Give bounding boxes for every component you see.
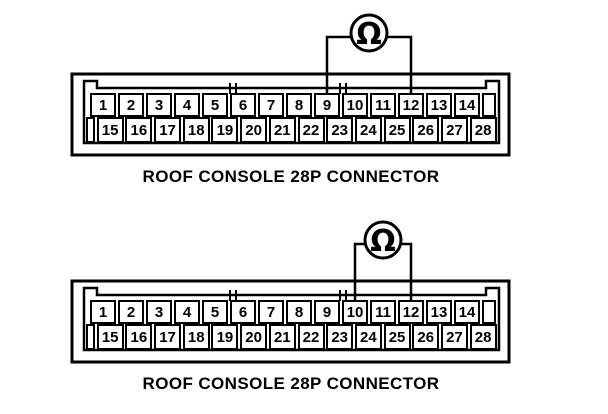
pin-cell-26: 26: [412, 324, 440, 350]
pin-cell-4: 4: [174, 300, 200, 324]
pin-cell-16: 16: [125, 117, 153, 143]
pin-cell-7: 7: [258, 93, 284, 117]
ohmmeter: Ω: [353, 220, 413, 300]
pin-cell-17: 17: [154, 117, 182, 143]
pin-cell-5: 5: [202, 93, 228, 117]
keyway-marks: [229, 83, 347, 94]
blank-cell-left: [86, 117, 95, 143]
blank-cell-right: [482, 93, 496, 117]
ohm-symbol: Ω: [356, 17, 382, 52]
pin-cell-21: 21: [268, 117, 296, 143]
connector-inner-outline: [82, 79, 501, 145]
pin-cell-27: 27: [440, 324, 468, 350]
pin-cell-1: 1: [90, 93, 116, 117]
connector-label: ROOF CONSOLE 28P CONNECTOR: [142, 374, 440, 393]
pin-cell-28: 28: [469, 324, 497, 350]
pin-cell-22: 22: [297, 117, 325, 143]
pin-cell-24: 24: [354, 117, 382, 143]
pin-cell-8: 8: [286, 300, 312, 324]
ohmmeter: Ω: [325, 13, 413, 93]
pin-cell-20: 20: [240, 324, 268, 350]
pin-cell-13: 13: [426, 93, 452, 117]
pin-cell-10: 10: [342, 300, 368, 324]
blank-cell-right: [482, 300, 496, 324]
pin-cell-23: 23: [326, 324, 354, 350]
ohm-symbol: Ω: [370, 224, 396, 259]
meter-body: [363, 220, 403, 260]
pin-cell-7: 7: [258, 300, 284, 324]
pin-cell-14: 14: [454, 300, 480, 324]
pin-cell-2: 2: [118, 93, 144, 117]
pin-cell-10: 10: [342, 93, 368, 117]
pin-cell-16: 16: [125, 324, 153, 350]
pin-cell-22: 22: [297, 324, 325, 350]
pin-cell-6: 6: [230, 300, 256, 324]
pin-cell-8: 8: [286, 93, 312, 117]
pin-cell-27: 27: [440, 117, 468, 143]
pin-cell-9: 9: [314, 93, 340, 117]
pin-cell-24: 24: [354, 324, 382, 350]
pin-cell-23: 23: [326, 117, 354, 143]
pin-cell-15: 15: [96, 117, 124, 143]
pin-cell-2: 2: [118, 300, 144, 324]
connector-inner-outline: [82, 286, 501, 352]
pin-cell-1: 1: [90, 300, 116, 324]
pin-cell-21: 21: [268, 324, 296, 350]
pin-cell-5: 5: [202, 300, 228, 324]
pin-cell-26: 26: [412, 117, 440, 143]
pin-cell-19: 19: [211, 117, 239, 143]
pin-cell-9: 9: [314, 300, 340, 324]
pin-cell-19: 19: [211, 324, 239, 350]
pin-cell-18: 18: [182, 324, 210, 350]
pin-cell-13: 13: [426, 300, 452, 324]
pin-cell-11: 11: [370, 300, 396, 324]
pin-cell-20: 20: [240, 117, 268, 143]
pin-cell-3: 3: [146, 300, 172, 324]
pin-cell-15: 15: [96, 324, 124, 350]
pin-cell-17: 17: [154, 324, 182, 350]
pin-cell-18: 18: [182, 117, 210, 143]
pin-cell-28: 28: [469, 117, 497, 143]
blank-cell-left: [86, 324, 95, 350]
pin-cell-6: 6: [230, 93, 256, 117]
pin-cell-12: 12: [398, 300, 424, 324]
connector-label: ROOF CONSOLE 28P CONNECTOR: [142, 167, 440, 186]
meter-body: [349, 13, 389, 53]
pin-cell-25: 25: [383, 324, 411, 350]
pin-cell-12: 12: [398, 93, 424, 117]
keyway-marks: [229, 290, 347, 301]
pin-cell-25: 25: [383, 117, 411, 143]
pin-cell-3: 3: [146, 93, 172, 117]
pin-cell-11: 11: [370, 93, 396, 117]
pin-cell-4: 4: [174, 93, 200, 117]
pin-cell-14: 14: [454, 93, 480, 117]
